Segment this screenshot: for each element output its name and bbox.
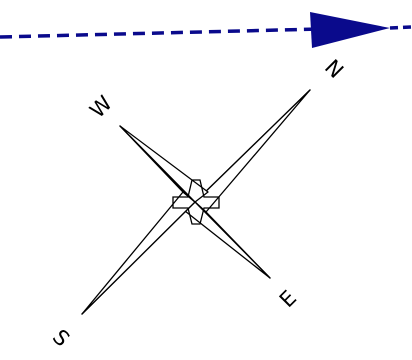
arrow-head	[310, 12, 390, 48]
compass-hub	[172, 179, 220, 225]
arrow-shaft	[0, 26, 361, 39]
label-east: E	[275, 286, 301, 312]
compass-rose	[81, 89, 311, 315]
direction-arrow	[0, 12, 412, 48]
east-point	[184, 201, 271, 279]
north-point	[194, 89, 311, 213]
arrow-tail	[389, 25, 412, 30]
label-south: S	[48, 325, 74, 351]
west-point	[119, 125, 209, 203]
south-point	[81, 191, 196, 315]
label-west: W	[85, 91, 117, 123]
label-north: N	[320, 55, 348, 83]
